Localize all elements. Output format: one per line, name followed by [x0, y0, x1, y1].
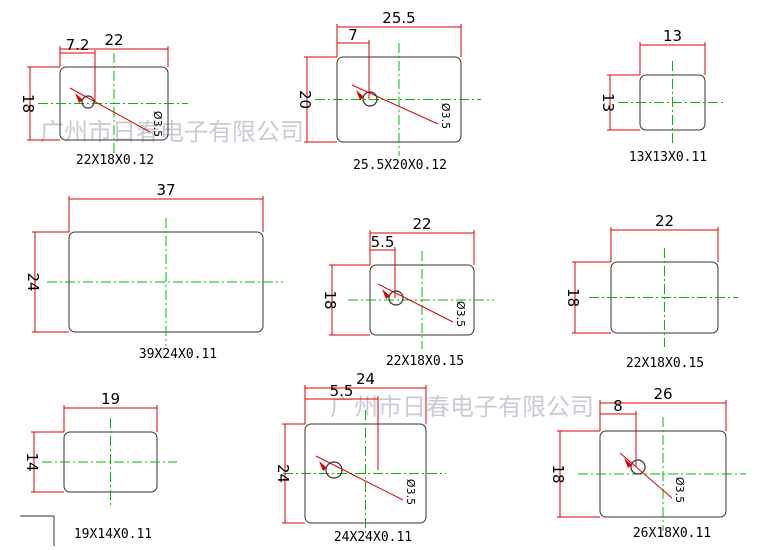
hole-leader-line — [351, 84, 439, 125]
watermark-text-1: 广州市日春电子有限公司 — [40, 118, 304, 146]
hole-leader-line — [69, 87, 151, 133]
width-label: 26 — [653, 385, 672, 403]
width-label: 13 — [663, 27, 682, 45]
offset-label: 8 — [613, 397, 623, 415]
hole-label: Ø3.5 — [151, 111, 164, 137]
part-caption: 39X24X0.11 — [139, 347, 217, 362]
part-caption: 22X18X0.12 — [76, 153, 154, 168]
width-label: 22 — [104, 31, 123, 49]
part-caption: 19X14X0.11 — [74, 527, 152, 542]
offset-label: 7 — [348, 26, 358, 44]
hole-leader-line — [619, 452, 673, 499]
part-caption: 13X13X0.11 — [629, 150, 707, 165]
hole-label: Ø3.5 — [439, 103, 452, 129]
part-caption: 26X18X0.11 — [633, 526, 711, 541]
height-label: 13 — [599, 93, 617, 112]
offset-label: 5.5 — [371, 233, 395, 251]
part-caption: 25.5X20X0.12 — [353, 158, 447, 173]
hole-circle — [325, 461, 343, 479]
height-label: 18 — [564, 288, 582, 307]
hole-leader-arrow — [75, 93, 83, 103]
height-label: 24 — [274, 464, 292, 483]
offset-label: 5.5 — [330, 382, 354, 400]
height-label: 14 — [23, 452, 41, 471]
watermark-text-2: 广州市日春电子有限公司 — [330, 393, 594, 421]
width-label: 25.5 — [382, 9, 415, 27]
part-5: 22 18 5.5Ø3.5 22X18X0.15 — [321, 215, 494, 369]
width-label: 22 — [412, 215, 431, 233]
part-3: 13 13 13X13X0.11 — [599, 27, 725, 165]
hole-leader-line — [315, 455, 404, 501]
width-label: 22 — [655, 212, 674, 230]
width-label: 24 — [356, 370, 375, 388]
hole-leader-arrow — [624, 458, 632, 468]
hole-circle — [388, 290, 404, 306]
part-9: 26 18 8Ø3.5 26X18X0.11 — [549, 385, 746, 541]
height-label: 24 — [24, 272, 42, 291]
part-7: 19 14 19X14X0.11 — [23, 390, 177, 542]
hole-circle — [630, 459, 646, 475]
height-label: 18 — [549, 464, 567, 483]
part-6: 22 18 22X18X0.15 — [564, 212, 738, 371]
part-2: 25.5 20 7Ø3.5 25.5X20X0.12 — [296, 9, 481, 173]
hole-label: Ø3.5 — [454, 301, 467, 327]
hole-leader-arrow — [319, 461, 327, 471]
part-4: 37 24 39X24X0.11 — [24, 181, 283, 362]
height-label: 18 — [19, 94, 37, 113]
hole-leader-arrow — [382, 289, 390, 299]
width-label: 19 — [101, 390, 120, 408]
hole-circle — [362, 91, 378, 107]
hole-circle — [81, 95, 95, 109]
hole-leader-line — [377, 283, 454, 323]
offset-label: 7.2 — [66, 36, 90, 54]
part-caption: 24X24X0.11 — [334, 530, 412, 545]
width-label: 37 — [156, 181, 175, 199]
hole-label: Ø3.5 — [404, 479, 417, 505]
part-caption: 22X18X0.15 — [386, 354, 464, 369]
hole-label: Ø3.5 — [673, 477, 686, 503]
height-label: 20 — [296, 90, 314, 109]
part-1: 22 18 7.2Ø3.5 22X18X0.12 — [19, 31, 188, 168]
height-label: 18 — [321, 290, 339, 309]
hole-leader-arrow — [356, 90, 364, 100]
part-caption: 22X18X0.15 — [626, 356, 704, 371]
